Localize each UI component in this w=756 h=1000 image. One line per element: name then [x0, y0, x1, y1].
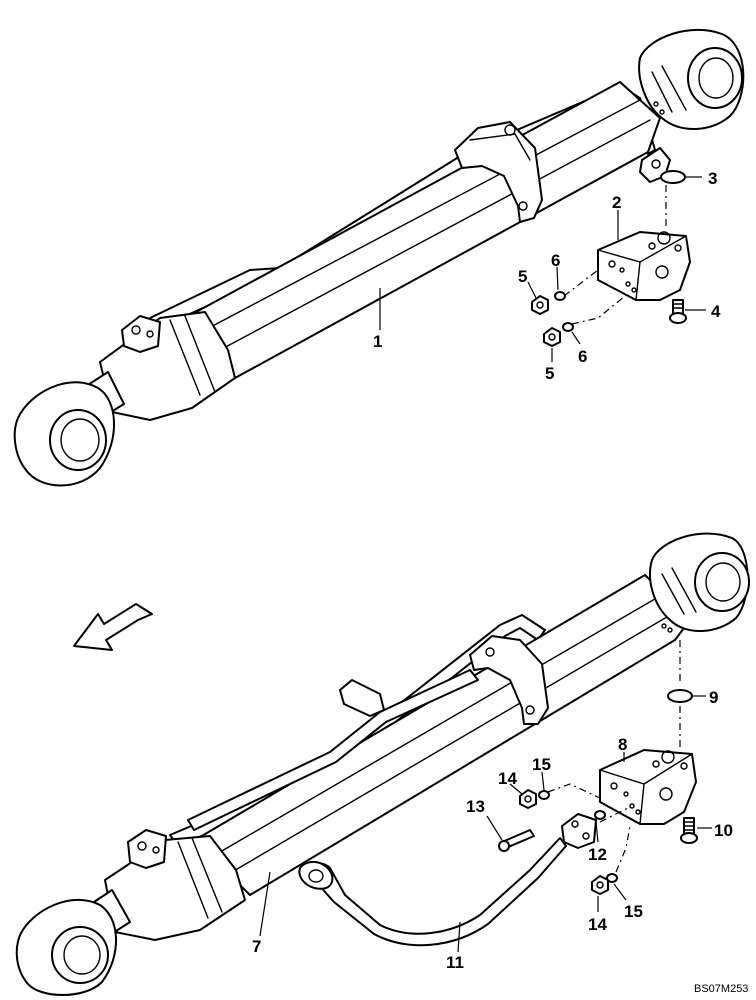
top-plug-5b: [543, 327, 561, 347]
top-safety-valve: [597, 231, 691, 301]
bottom-flange: [561, 813, 597, 849]
callout-6-top-b: 6: [578, 347, 587, 366]
top-o-ring-6a: [554, 291, 566, 301]
top-alignment-line-2: [563, 269, 599, 297]
top-bolt-4: [669, 299, 687, 324]
bottom-lower-pipe: [187, 669, 479, 831]
bottom-o-ring-15a: [538, 790, 550, 800]
callout-2: 2: [612, 193, 621, 212]
callout-8: 8: [618, 735, 627, 754]
callout-13: 13: [466, 797, 485, 816]
callout-6-top-a: 6: [551, 251, 560, 270]
callout-11: 11: [446, 953, 464, 972]
bottom-alignment-line-3: [547, 783, 601, 799]
callout-15-bottom-a: 15: [532, 755, 551, 774]
bottom-cylinder-assembly: [15, 532, 750, 996]
callout-14-bottom-b: 14: [588, 915, 607, 934]
bottom-head-clamp-block: [127, 829, 167, 869]
callout-15-bottom-b: 15: [624, 902, 643, 921]
callout-5-top-a: 5: [518, 267, 527, 286]
bottom-fitting-boss: [339, 679, 385, 717]
top-alignment-line-3: [571, 291, 631, 325]
bottom-bottom-eye-bore: [694, 552, 750, 612]
bottom-alignment-line-5: [615, 825, 631, 873]
callout-9: 9: [709, 688, 718, 707]
callout-10: 10: [714, 821, 733, 840]
top-plug-5a: [531, 295, 549, 315]
bottom-plug-14a: [519, 789, 537, 809]
top-o-ring-3: [660, 170, 686, 184]
top-bottom-eye-bore: [687, 47, 743, 109]
bottom-leaders: [259, 695, 712, 953]
top-leaders: [379, 176, 706, 362]
bottom-bolt-13: [498, 829, 535, 852]
top-rod-eye-bore: [49, 409, 107, 471]
top-pipe-clamp: [454, 121, 543, 223]
top-o-ring-6b: [562, 322, 574, 332]
bottom-plug-14b: [591, 875, 609, 895]
callout-14-bottom-a: 14: [498, 769, 517, 788]
callout-5-top-b: 5: [545, 364, 554, 383]
callout-7: 7: [252, 937, 261, 956]
top-head-clamp-block: [121, 315, 161, 353]
bottom-o-ring-15b: [606, 873, 618, 883]
callout-12: 12: [588, 845, 607, 864]
bottom-o-ring-12: [594, 810, 606, 820]
callout-3: 3: [708, 169, 717, 188]
bottom-safety-valve: [599, 749, 697, 825]
bottom-pipe-clamp: [469, 635, 549, 725]
arrow-down-left-icon: [73, 603, 153, 651]
top-cylinder-assembly: [13, 28, 745, 487]
bottom-cylinder-barrel: [194, 574, 691, 896]
bottom-pipe-11: [298, 837, 567, 947]
bottom-o-ring-9: [667, 689, 693, 703]
bottom-bolt-10: [680, 817, 698, 844]
callout-1: 1: [373, 332, 382, 351]
bottom-alignment-line-4: [599, 807, 629, 823]
callout-4: 4: [711, 302, 721, 321]
drawing-code: BS07M253: [694, 983, 748, 995]
